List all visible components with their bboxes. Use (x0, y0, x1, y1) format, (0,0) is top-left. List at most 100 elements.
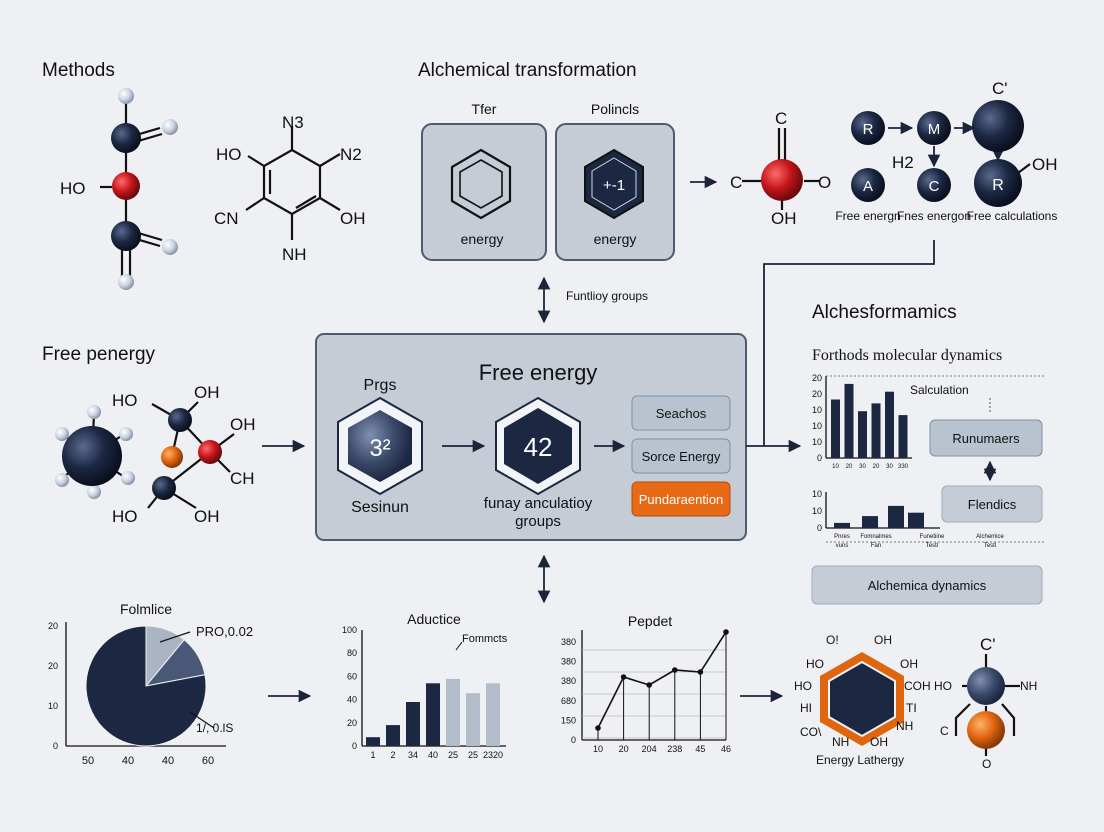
bar (858, 411, 867, 458)
alchemical-box-1-label: energy (461, 231, 504, 247)
chart-y-tick: 10 (812, 437, 822, 447)
hexagon-badge-1 (337, 396, 423, 496)
co-c-left-label: C (730, 173, 742, 192)
central-mid-caption-2: groups (515, 513, 561, 530)
bar (466, 693, 480, 746)
el-label-5: COH (904, 679, 931, 693)
free-penergy-section: Free penergy HO OH OH CH HO OH (42, 344, 306, 526)
calc-label: Salculation (910, 383, 969, 397)
pie-y-tick: 0 (53, 741, 58, 751)
bar-y-tick: 0 (352, 741, 357, 751)
chart-x-tick: Alchemice (976, 534, 1004, 540)
alchemical-section: Alchemical transformation Tfer energy Po… (418, 60, 675, 324)
alchemical-hex-text: +-1 (603, 177, 625, 194)
bar-x-tick: 34 (408, 750, 418, 760)
mol2-n3-label: N3 (282, 113, 304, 132)
chart-x-tick: Testl (984, 543, 996, 549)
final-top-label: C' (980, 635, 996, 654)
chart-x-tick: vuns (836, 543, 849, 549)
pie-y-tick: 20 (48, 621, 58, 631)
pie-slice (85, 625, 207, 747)
pie-annotation-1: PRO,0.02 (196, 624, 253, 639)
chart-y-tick: 10 (812, 421, 822, 431)
oxygen-atom (761, 159, 803, 201)
mol2-oh-label: OH (340, 209, 366, 228)
fp-label-oh-2: OH (230, 415, 256, 434)
pie-x-tick: 40 (122, 755, 134, 767)
methods-title: Methods (42, 60, 115, 81)
chart-y-tick: 10 (812, 489, 822, 499)
hydrogen-atom (162, 239, 178, 255)
chart-x-tick: Fan (871, 543, 881, 549)
line-x-tick: 46 (721, 744, 731, 754)
scheme-caption-3: Free calculations (967, 209, 1058, 223)
alchemica-dynamics-box[interactable] (811, 565, 1043, 605)
pundaraention-button[interactable] (631, 481, 731, 517)
scheme-label-a: A (863, 178, 873, 195)
central-left-header: Prgs (364, 377, 397, 394)
line-series (597, 631, 727, 729)
chart-x-tick: 30 (859, 464, 866, 470)
runumaers-box[interactable] (929, 419, 1043, 457)
final-c-label: C (940, 724, 949, 738)
mol2-nh-label: NH (282, 245, 307, 264)
line-chart-title: Pepdet (628, 613, 672, 629)
bar (366, 737, 380, 746)
flendics-box[interactable] (941, 485, 1043, 523)
line-y-tick: 380 (561, 637, 576, 647)
methods-section: Methods HO (42, 60, 366, 290)
el-label-0: O! (826, 633, 839, 647)
scheme-caption-1: Free energn (835, 209, 900, 223)
reaction-scheme: R M A C R C' H2 OH Free energn Fnes ener… (763, 79, 1058, 446)
final-atom-top (967, 667, 1005, 705)
bar-chart-legend: Fommcts (462, 633, 508, 645)
runumaers-box-label: Runumaers (952, 431, 1020, 446)
chart-y-tick: 10 (812, 405, 822, 415)
line-x-tick: 10 (593, 744, 603, 754)
bar (888, 505, 904, 528)
co-o-right-label: O (818, 173, 831, 192)
pie-y-tick: 20 (48, 661, 58, 671)
chart-y-tick: 0 (817, 453, 822, 463)
el-label-4: HO (794, 679, 812, 693)
line-x-tick: 20 (619, 744, 629, 754)
el-label-9: NH (832, 735, 849, 749)
chart-y-tick: 10 (812, 506, 822, 516)
methods-molecule-2: N3 HO N2 CN OH NH (214, 113, 366, 264)
mol1-ho-label: HO (60, 179, 86, 198)
bar (908, 512, 924, 528)
line-y-tick: 380 (561, 657, 576, 667)
bar-x-tick: 40 (428, 750, 438, 760)
seachos-button[interactable] (631, 395, 731, 431)
co-oh-label: OH (771, 209, 797, 228)
right-title: Alchesformamics (812, 302, 957, 323)
hex-badge-2-text: 42 (524, 432, 553, 462)
hexagon-icon (584, 148, 644, 220)
pie-y-tick: 10 (48, 701, 58, 711)
bar (844, 383, 854, 458)
el-label-1: OH (874, 633, 892, 647)
scheme-node-c (917, 168, 951, 202)
fp-label-ho-1: HO (112, 391, 138, 410)
free-penergy-title: Free penergy (42, 344, 156, 365)
scheme-node-a (851, 168, 885, 202)
sorce-energy-button[interactable] (631, 438, 731, 474)
pie-annotation-2: 1/, 0.lS (196, 721, 233, 735)
bar (386, 725, 400, 746)
bar-y-tick: 60 (347, 671, 357, 681)
line-y-tick: 150 (561, 715, 576, 725)
central-left-caption: Sesinun (351, 499, 409, 516)
bar (831, 399, 840, 458)
line-point (620, 674, 627, 680)
scheme-node-big (972, 100, 1024, 152)
chart-x-tick: 20 (873, 464, 880, 470)
sorce-energy-button-label: Sorce Energy (642, 449, 721, 464)
bar-x-tick: 25 (448, 750, 458, 760)
bar (834, 522, 850, 528)
final-ho-label: HO (934, 679, 952, 693)
chart-x-tick: 10 (832, 464, 839, 470)
